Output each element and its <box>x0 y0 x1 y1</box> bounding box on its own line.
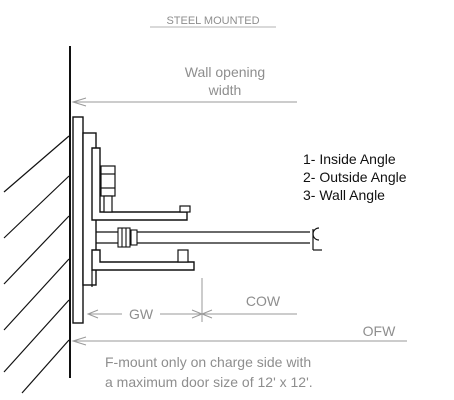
ofw-dimension <box>71 336 407 346</box>
note-line-2: a maximum door size of 12' x 12'. <box>105 374 313 390</box>
centerline-symbol <box>312 227 322 251</box>
ofw-label: OFW <box>363 323 396 339</box>
legend-item-outside-angle: 2- Outside Angle <box>303 169 407 185</box>
legend-item-wall-angle: 3- Wall Angle <box>303 187 385 203</box>
note-line-1: F-mount only on charge side with <box>105 354 311 370</box>
cow-label: COW <box>246 293 281 309</box>
wall-opening-label: Wall opening <box>185 64 265 80</box>
wall-plate <box>72 116 84 324</box>
gw-cow-dimension <box>86 278 297 322</box>
wall-opening-dimension-line <box>71 97 297 107</box>
wall-hatching <box>3 135 70 394</box>
gw-label: GW <box>129 306 154 322</box>
bolt-nut-icon <box>100 165 116 213</box>
wall-opening-label-2: width <box>208 82 242 98</box>
legend-item-inside-angle: 1- Inside Angle <box>303 151 396 167</box>
through-bolt-icon <box>117 227 138 248</box>
angle-spacers <box>177 205 191 263</box>
centerline-label: C L <box>312 243 314 245</box>
diagram-title: STEEL MOUNTED <box>166 15 259 27</box>
